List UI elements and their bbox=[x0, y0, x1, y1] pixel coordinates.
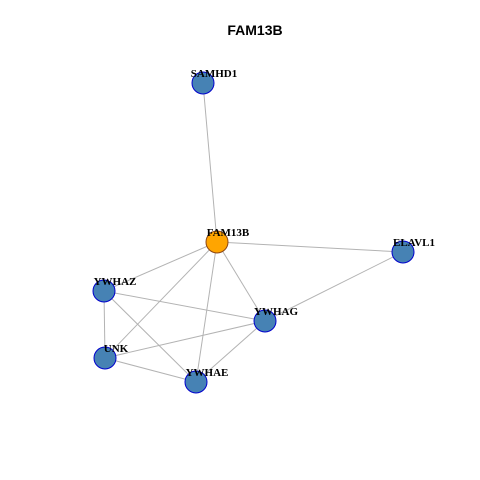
node-label-unk: UNK bbox=[104, 343, 129, 355]
edge-fam13b-elavl1 bbox=[216, 241, 404, 253]
node-label-elavl1: ELAVL1 bbox=[393, 237, 435, 249]
node-unk bbox=[93, 346, 117, 370]
edge-ywhaz-ywhae bbox=[103, 290, 197, 383]
node-elavl1 bbox=[391, 240, 415, 264]
edge-fam13b-ywhaz bbox=[103, 241, 218, 292]
edge-ywhae-ywhag bbox=[195, 320, 266, 383]
node-label-fam13b: FAM13B bbox=[207, 227, 250, 239]
edge-fam13b-ywhag bbox=[216, 241, 266, 322]
node-layer bbox=[92, 71, 415, 394]
node-label-ywhag: YWHAG bbox=[254, 306, 298, 318]
edge-fam13b-ywhae bbox=[195, 241, 218, 383]
edge-fam13b-unk bbox=[104, 241, 218, 359]
node-label-ywhae: YWHAE bbox=[186, 367, 229, 379]
edge-elavl1-ywhag bbox=[264, 251, 404, 322]
node-label-ywhaz: YWHAZ bbox=[94, 276, 137, 288]
node-label-samhd1: SAMHD1 bbox=[191, 68, 237, 80]
edge-unk-ywhae bbox=[104, 357, 197, 383]
edge-samhd1-fam13b bbox=[202, 82, 218, 243]
node-ywhag bbox=[253, 309, 277, 333]
node-fam13b bbox=[205, 230, 229, 254]
diagram-title: FAM13B bbox=[227, 22, 282, 38]
node-ywhae bbox=[184, 370, 208, 394]
edge-unk-ywhag bbox=[104, 320, 266, 359]
node-samhd1 bbox=[191, 71, 215, 95]
edge-ywhaz-ywhag bbox=[103, 290, 266, 322]
node-ywhaz bbox=[92, 279, 116, 303]
